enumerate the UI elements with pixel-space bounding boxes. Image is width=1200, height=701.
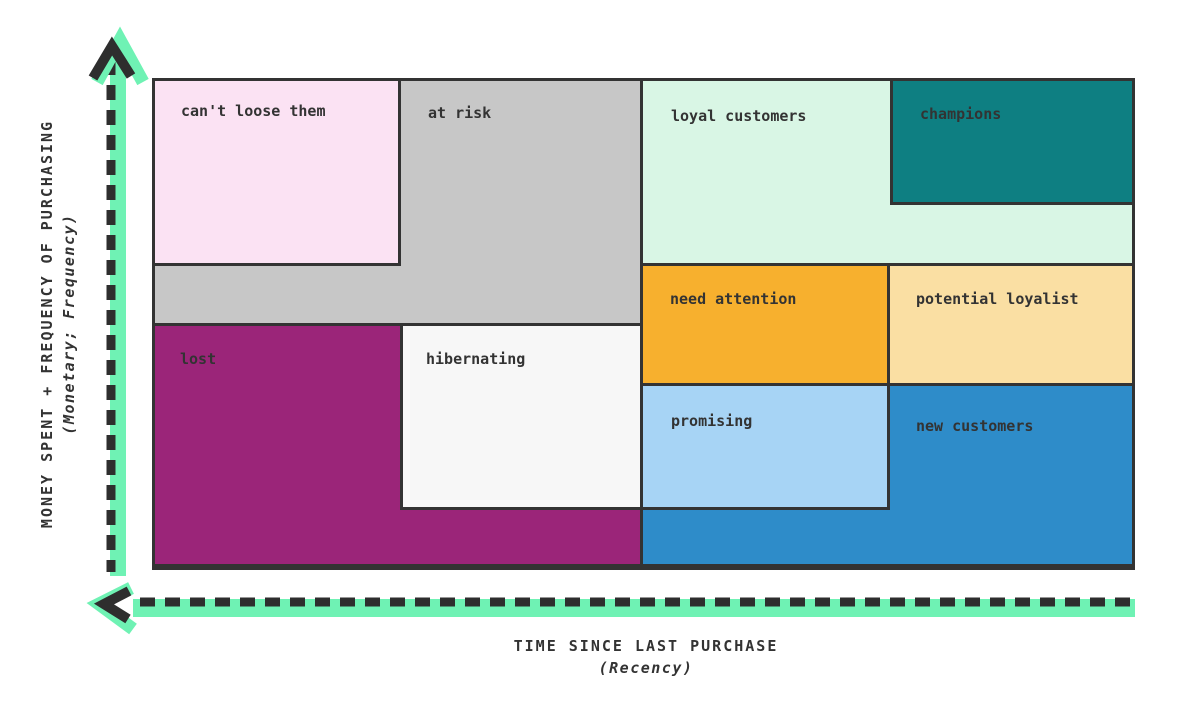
y-axis: [88, 26, 149, 576]
up-arrowhead-icon: [88, 36, 136, 81]
segment-label-potential-loyalist: potential loyalist: [916, 290, 1079, 308]
segment-label-at-risk: at risk: [428, 104, 492, 122]
y-axis-band: [110, 52, 126, 576]
x-axis: [86, 582, 1135, 635]
segment-label-champions: champions: [920, 105, 1002, 123]
segment-hibernating: hibernating: [400, 323, 643, 510]
segment-label-cant-loose-them: can't loose them: [181, 102, 326, 120]
x-axis-band: [133, 599, 1135, 617]
segment-label-hibernating: hibernating: [426, 350, 526, 368]
segment-label-lost: lost: [180, 350, 217, 368]
segment-label-new-customers: new customers: [916, 417, 1034, 435]
segment-cant-loose-them: can't loose them: [152, 78, 401, 266]
segment-potential-loyalist: potential loyalist: [887, 263, 1135, 386]
segment-label-loyal-customers: loyal customers: [671, 107, 807, 125]
y-axis-subtitle: (Monetary; Frequency): [60, 213, 78, 435]
segment-need-attention: need attention: [640, 263, 890, 386]
x-axis-subtitle: (Recency): [598, 659, 694, 677]
y-axis-title: MONEY SPENT + FREQUENCY OF PURCHASING: [38, 119, 56, 529]
x-axis-label: TIME SINCE LAST PURCHASE (Recency): [514, 635, 779, 679]
up-arrowhead-backing: [91, 26, 149, 86]
x-axis-title: TIME SINCE LAST PURCHASE: [513, 637, 779, 655]
segment-label-need-attention: need attention: [670, 290, 797, 308]
left-arrowhead-backing: [86, 582, 137, 635]
y-axis-label: MONEY SPENT + FREQUENCY OF PURCHASING (M…: [36, 120, 80, 528]
left-arrowhead-icon: [93, 586, 132, 624]
segment-label-promising: promising: [671, 412, 753, 430]
segment-champions: champions: [890, 78, 1135, 205]
segment-promising: promising: [640, 383, 890, 510]
